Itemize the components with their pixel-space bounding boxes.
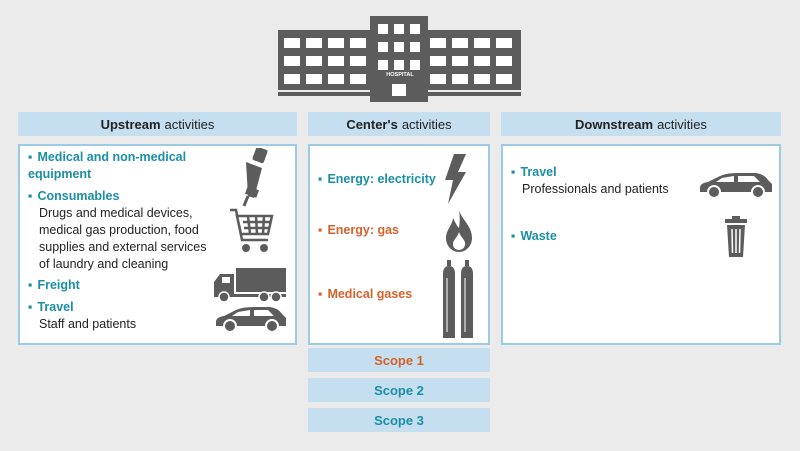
center-header-bold: Center's <box>346 116 398 132</box>
lightning-icon <box>444 154 468 204</box>
upstream-panel: Medical and non-medical equipment Consum… <box>18 144 297 345</box>
center-item-title: Energy: gas <box>318 222 438 239</box>
scope-3-bar: Scope 3 <box>308 408 490 432</box>
upstream-item-title: Travel <box>28 299 178 316</box>
upstream-item-title: Freight <box>28 277 178 294</box>
upstream-item-freight: Freight <box>28 277 178 294</box>
downstream-item-travel: Travel Professionals and patients <box>511 164 701 198</box>
gas-cylinders-icon <box>442 260 476 340</box>
upstream-header-bold: Upstream <box>100 116 161 132</box>
shopping-cart-icon <box>228 208 274 258</box>
upstream-header: Upstream activities <box>18 112 297 136</box>
center-header: Center's activities <box>308 112 490 136</box>
center-item-gas: Energy: gas <box>318 222 438 239</box>
hospital-sign: HOSPITAL <box>386 72 414 78</box>
upstream-item-detail: Drugs and medical devices, medical gas p… <box>39 206 207 271</box>
downstream-header-bold: Downstream <box>575 116 654 132</box>
upstream-item-title: Consumables <box>28 188 218 205</box>
downstream-item-detail: Professionals and patients <box>522 182 669 196</box>
upstream-item-consumables: Consumables Drugs and medical devices, m… <box>28 188 218 273</box>
scope-1-bar: Scope 1 <box>308 348 490 372</box>
flame-icon <box>444 210 474 252</box>
trash-can-icon <box>724 216 748 258</box>
drill-icon <box>232 148 272 208</box>
center-item-title: Energy: electricity <box>318 171 458 188</box>
downstream-header-rest: activities <box>657 116 707 132</box>
downstream-item-title: Waste <box>511 228 631 245</box>
downstream-header: Downstream activities <box>501 112 781 136</box>
scope-2-bar: Scope 2 <box>308 378 490 402</box>
upstream-item-title: Medical and non-medical equipment <box>28 149 208 183</box>
center-header-rest: activities <box>401 116 452 132</box>
hospital-building-icon <box>278 16 521 102</box>
upstream-item-travel: Travel Staff and patients <box>28 299 178 333</box>
downstream-item-waste: Waste <box>511 228 631 245</box>
car-icon <box>214 306 288 334</box>
upstream-header-rest: activities <box>164 116 215 132</box>
downstream-panel: Travel Professionals and patients Waste <box>501 144 781 345</box>
upstream-item-detail: Staff and patients <box>39 317 137 331</box>
downstream-item-title: Travel <box>511 164 701 181</box>
center-panel: Energy: electricity Energy: gas Medical … <box>308 144 490 345</box>
center-item-title: Medical gases <box>318 286 438 303</box>
car-icon <box>698 172 774 200</box>
truck-icon <box>214 268 286 302</box>
center-item-electricity: Energy: electricity <box>318 171 458 188</box>
center-item-medical-gases: Medical gases <box>318 286 438 303</box>
upstream-item-equipment: Medical and non-medical equipment <box>28 149 208 183</box>
